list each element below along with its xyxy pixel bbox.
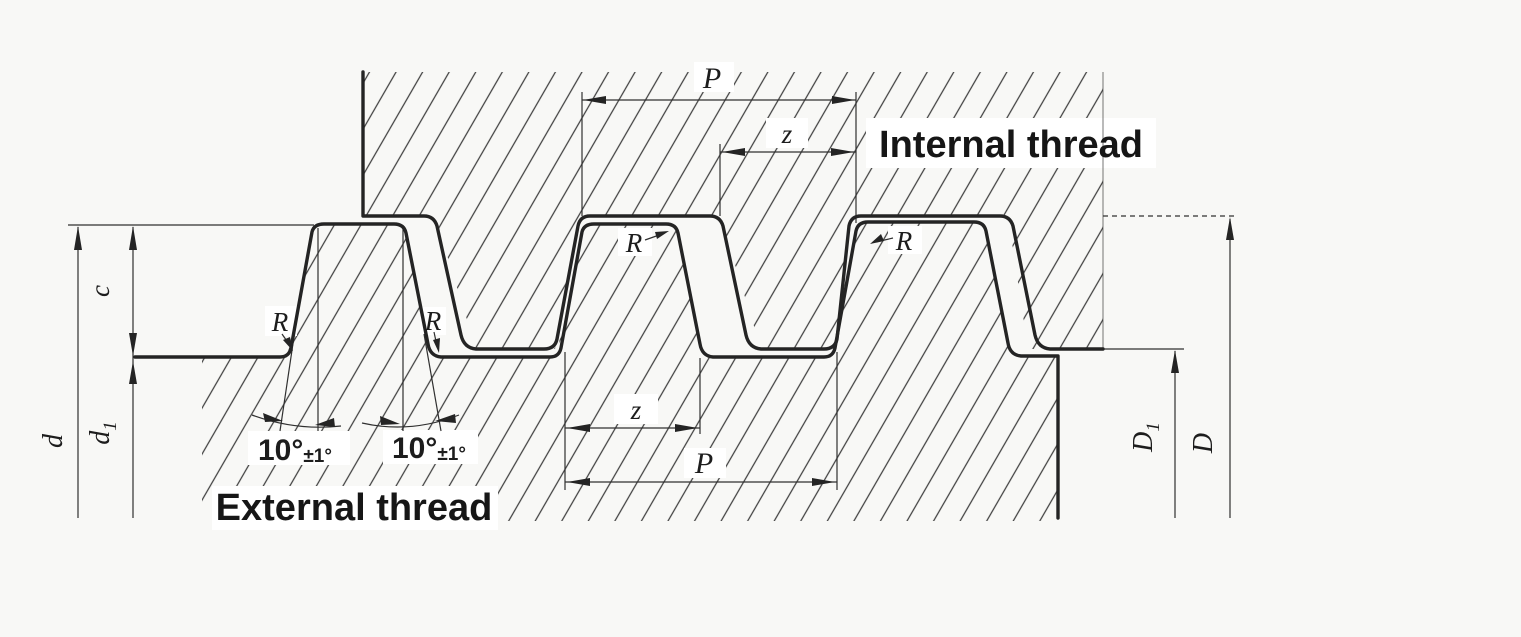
clearance-label-top: z	[781, 119, 793, 149]
radius-label-1: R	[271, 307, 289, 337]
internal-thread-title: Internal thread	[879, 124, 1143, 166]
dimension-lines	[68, 72, 1237, 518]
minor-diameter-internal-label: D1	[1128, 422, 1164, 453]
major-diameter-external-label: d	[38, 433, 69, 448]
internal-thread-profile	[361, 70, 1105, 351]
pitch-label-bottom: P	[694, 447, 713, 480]
dimension-arrowheads	[74, 96, 1234, 486]
external-thread-profile	[133, 220, 1060, 520]
label-halos	[212, 62, 1156, 530]
external-thread-material-hatch	[202, 222, 1058, 521]
radius-label-3: R	[625, 228, 643, 258]
radius-label-4: R	[895, 226, 913, 256]
pitch-label-top: P	[702, 62, 721, 95]
clearance-label-bottom: z	[630, 395, 642, 425]
radius-label-2: R	[424, 306, 442, 336]
flank-angle-label-right: 10°±1°	[392, 432, 466, 465]
flank-angle-label-left: 10°±1°	[258, 434, 332, 467]
major-diameter-internal-label: D	[1188, 433, 1219, 454]
minor-diameter-external-label: d1	[85, 421, 121, 445]
crest-clearance-label: c	[85, 285, 115, 297]
external-thread-title: External thread	[216, 487, 493, 529]
